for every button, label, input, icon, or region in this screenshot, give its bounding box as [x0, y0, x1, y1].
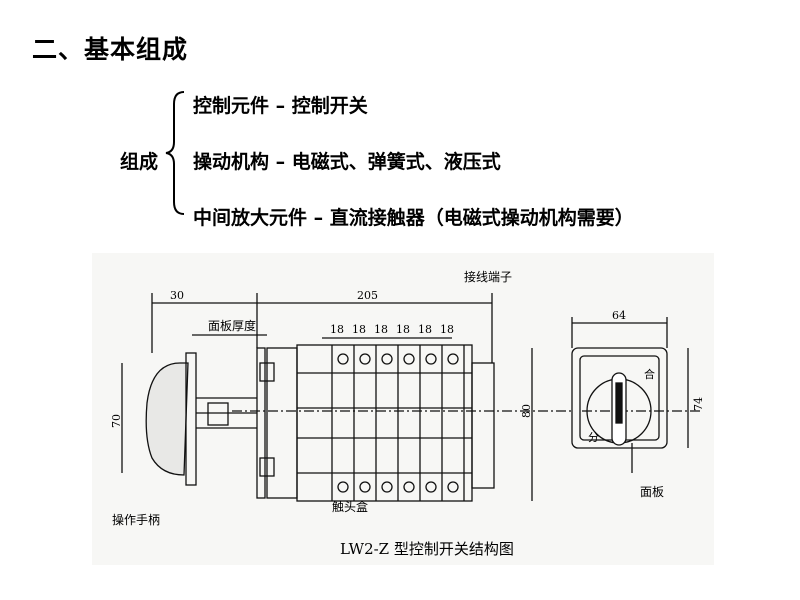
- on-mark: 合: [644, 368, 655, 381]
- dimension-80: 80: [520, 404, 533, 418]
- slide-title: 二、基本组成: [32, 35, 189, 64]
- dimension-18-5: 18: [418, 323, 432, 336]
- handle-label: 操作手柄: [112, 513, 161, 527]
- dimension-70: 70: [110, 414, 123, 428]
- panel-thickness-label: 面板厚度: [208, 319, 257, 333]
- terminal-label: 接线端子: [464, 270, 513, 284]
- dimension-18-2: 18: [352, 323, 366, 336]
- dimension-74: 74: [692, 397, 705, 411]
- contact-box-label: 触头盒: [332, 500, 369, 514]
- dimension-18-1: 18: [330, 323, 344, 336]
- composition-item-operating-mechanism: 操动机构 – 电磁式、弹簧式、液压式: [193, 151, 501, 173]
- off-mark: 分: [588, 431, 599, 444]
- dimension-18-6: 18: [440, 323, 454, 336]
- composition-item-intermediate-amplifier: 中间放大元件 – 直流接触器（电磁式操动机构需要）: [193, 207, 634, 229]
- composition-item-control-element: 控制元件 – 控制开关: [193, 95, 368, 117]
- dimension-18-3: 18: [374, 323, 388, 336]
- group-label: 组成: [120, 151, 159, 173]
- dimension-205: 205: [357, 289, 378, 302]
- switch-structure-figure: 接线端子 面板厚度 触头盒 操作手柄 面板 合 分 30 205 18 18 1…: [92, 253, 714, 565]
- panel-label: 面板: [640, 485, 665, 499]
- dimension-30: 30: [170, 289, 184, 302]
- dimension-18-4: 18: [396, 323, 410, 336]
- curly-brace: [165, 91, 185, 215]
- figure-caption: LW2-Z 型控制开关结构图: [340, 540, 514, 558]
- dimension-64: 64: [612, 309, 626, 322]
